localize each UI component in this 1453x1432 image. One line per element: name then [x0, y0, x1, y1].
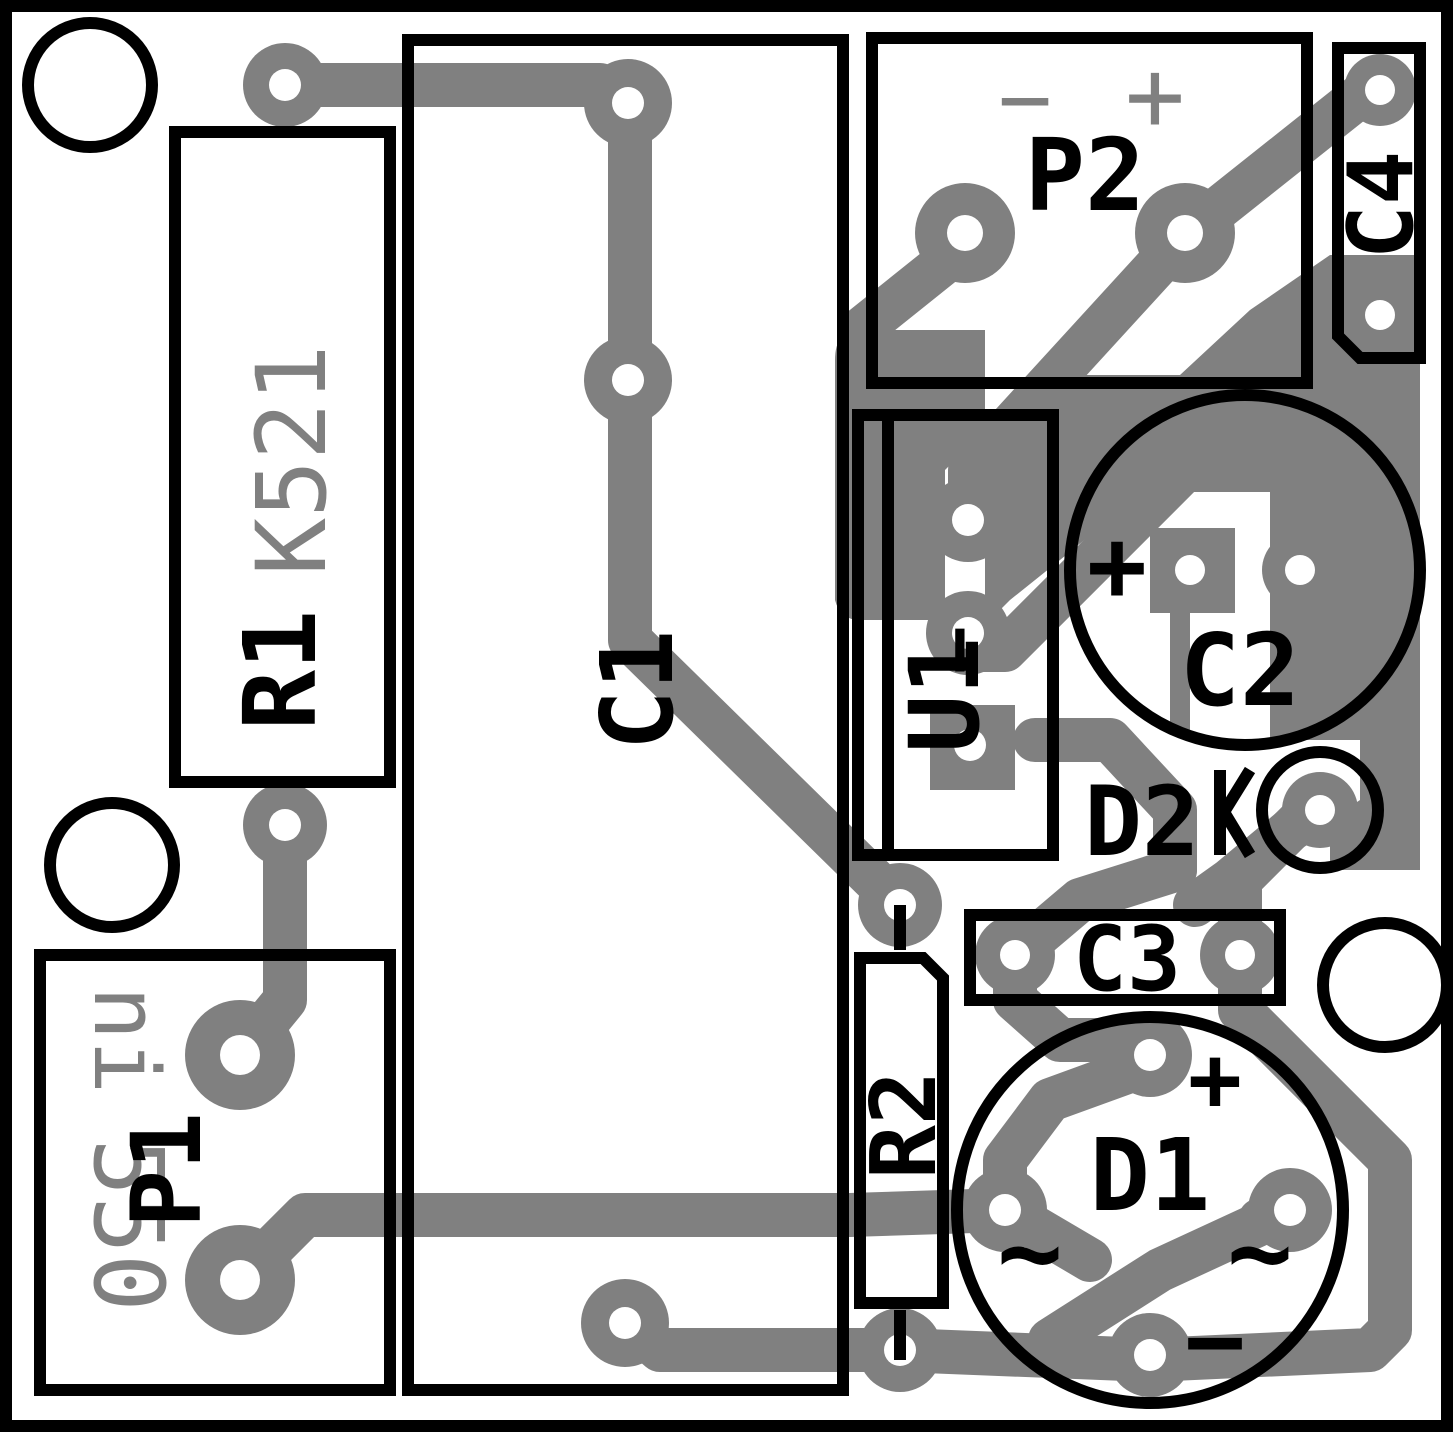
r2-label: R2: [852, 1071, 957, 1179]
r1-label: R1: [222, 610, 339, 730]
d2-arrow: [1216, 766, 1256, 859]
drill: [1167, 215, 1203, 251]
c2-plus: +: [1087, 507, 1147, 624]
drill: [1274, 1194, 1306, 1226]
u1-label: U1: [889, 637, 1001, 753]
drill: [269, 809, 301, 841]
drill: [1285, 555, 1315, 585]
drill: [1134, 1039, 1166, 1071]
p2-plus-copper: +: [1125, 37, 1185, 154]
drill: [612, 364, 644, 396]
d1-ac-left: ~: [997, 1188, 1063, 1316]
c2-label: C2: [1180, 612, 1300, 729]
d2-label: D2: [1084, 766, 1200, 878]
drill: [612, 87, 644, 119]
c1-outline: [402, 34, 849, 1396]
trace: [1013, 718, 1197, 892]
r1-outline: [169, 126, 396, 788]
copper-text-550: 550: [72, 1138, 184, 1311]
d1-label: D1: [1090, 1117, 1210, 1234]
u1-outline: [852, 409, 1059, 861]
silkscreen-labels: R1 C1 P1 P2 C4 U1 + C2 − D2 C3 R2 + D1 ~…: [111, 117, 1434, 1399]
drill: [1000, 940, 1030, 970]
d1-outline: [951, 1011, 1349, 1409]
d1-minus: −: [1185, 1282, 1245, 1399]
c4-outline: [1332, 42, 1426, 364]
drill: [1365, 75, 1395, 105]
c2-outline: [1064, 389, 1426, 751]
drill: [609, 1307, 641, 1339]
ground-pour: [1170, 600, 1190, 730]
p2-outline: [866, 32, 1313, 389]
drill: [947, 215, 983, 251]
mounting-hole: [22, 17, 158, 153]
drill: [269, 69, 301, 101]
c3-outline: [964, 909, 1286, 1006]
r2-outline: [854, 952, 949, 1309]
c4-label: C4: [1329, 151, 1434, 259]
c1-label: C1: [579, 630, 696, 750]
drill: [989, 1194, 1021, 1226]
d1-plus: +: [1188, 1027, 1242, 1132]
drill: [952, 504, 984, 536]
ground-pour: [835, 255, 1420, 870]
drill: [1134, 1339, 1166, 1371]
p1-outline: [34, 949, 396, 1396]
mounting-hole: [44, 797, 180, 933]
drill: [220, 1035, 260, 1075]
mounting-hole: [1317, 917, 1453, 1053]
drill: [1175, 555, 1205, 585]
p2-minus-copper: −: [998, 47, 1052, 152]
trace: [263, 63, 922, 927]
drill-holes: [220, 69, 1395, 1371]
drill: [1305, 795, 1335, 825]
drill: [954, 729, 986, 761]
d2-outline: [1256, 746, 1384, 874]
copper-text-ni: ni: [73, 986, 178, 1094]
p1-label: P1: [111, 1112, 223, 1228]
drill: [1225, 940, 1255, 970]
p2-label: P2: [1025, 117, 1145, 234]
c3-label: C3: [1073, 907, 1181, 1012]
drill: [952, 617, 984, 649]
drill: [220, 1260, 260, 1300]
d1-ac-right: ~: [1227, 1188, 1293, 1316]
u1-minus: −: [911, 626, 1004, 674]
copper-text-k521: K521: [236, 344, 348, 575]
drill: [1365, 300, 1395, 330]
